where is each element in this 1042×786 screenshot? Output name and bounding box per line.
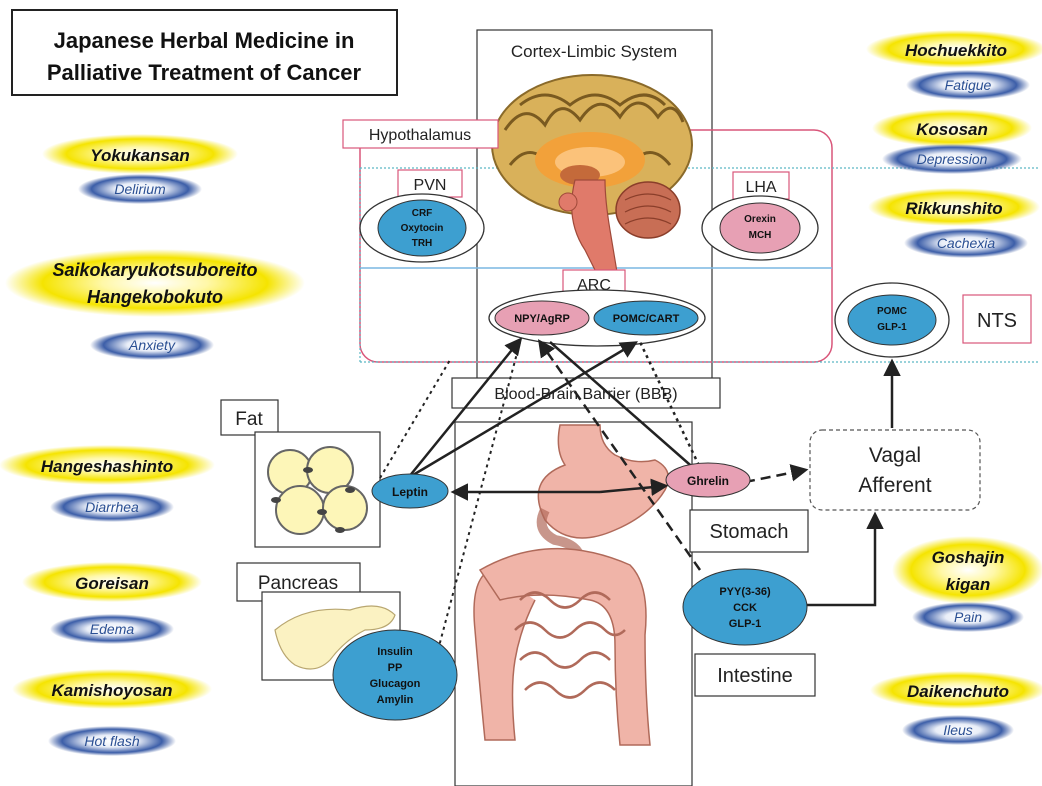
svg-text:PP: PP [388,662,403,674]
svg-text:Daikenchuto: Daikenchuto [907,682,1009,701]
svg-text:TRH: TRH [412,238,433,249]
fat-cells-illustration [255,432,380,547]
intestine-label: Intestine [695,654,815,696]
fat-label: Fat [221,400,278,435]
svg-text:Cortex-Limbic System: Cortex-Limbic System [511,42,677,61]
medicine-hangeshashinto: Hangeshashinto Diarrhea [0,445,215,522]
label-cortex: Cortex-Limbic System [511,42,677,61]
svg-text:Hypothalamus: Hypothalamus [369,127,471,144]
svg-text:CCK: CCK [733,602,757,614]
title-line-2: Palliative Treatment of Cancer [47,60,362,85]
medicine-goreisan: Goreisan Edema [22,562,202,644]
svg-text:NTS: NTS [977,310,1017,332]
svg-text:CRF: CRF [412,208,433,219]
stomach-label: Stomach [690,510,808,552]
svg-text:Intestine: Intestine [717,665,793,687]
svg-text:NPY/AgRP: NPY/AgRP [514,313,570,325]
svg-text:Pain: Pain [954,609,982,625]
label-hypothalamus: Hypothalamus [343,120,498,148]
svg-text:Insulin: Insulin [377,646,413,658]
svg-text:Leptin: Leptin [392,485,428,499]
svg-text:Hochuekkito: Hochuekkito [905,41,1007,60]
svg-text:LHA: LHA [745,179,776,196]
svg-text:Goshajin: Goshajin [932,548,1005,567]
medicine-goshajinkigan: Goshajin kigan Pain [892,536,1042,632]
svg-text:Fat: Fat [235,409,263,430]
medicine-kamishoyosan: Kamishoyosan Hot flash [12,669,212,756]
svg-text:PVN: PVN [414,177,447,194]
arc-node: NPY/AgRP POMC/CART [489,290,705,346]
svg-text:Yokukansan: Yokukansan [90,146,190,165]
medicine-saikokaryukotsuboreito: Saikokaryukotsuboreito Hangekobokuto Anx… [5,249,305,360]
svg-text:Ileus: Ileus [943,722,973,738]
ghrelin-node: Ghrelin [666,463,750,497]
svg-text:Amylin: Amylin [377,694,414,706]
svg-text:Stomach: Stomach [710,521,789,543]
svg-text:Diarrhea: Diarrhea [85,499,139,515]
svg-text:Pancreas: Pancreas [258,573,338,594]
pvn-node: CRF Oxytocin TRH [360,194,484,262]
svg-text:Fatigue: Fatigue [945,77,992,93]
title-line-1: Japanese Herbal Medicine in [54,28,355,53]
svg-text:MCH: MCH [749,230,772,241]
bbb-label: Blood-Brain Barrier (BBB) [452,378,720,408]
svg-text:Rikkunshito: Rikkunshito [905,199,1002,218]
svg-text:POMC/CART: POMC/CART [613,313,680,325]
svg-text:Edema: Edema [90,621,135,637]
label-lha: LHA [733,172,789,199]
svg-text:Afferent: Afferent [858,474,931,497]
svg-text:Cachexia: Cachexia [937,235,996,251]
svg-text:Anxiety: Anxiety [128,337,176,353]
svg-text:Blood-Brain Barrier (BBB): Blood-Brain Barrier (BBB) [494,386,677,403]
svg-text:Hot flash: Hot flash [84,733,139,749]
lha-node: Orexin MCH [702,196,818,260]
leptin-node: Leptin [372,474,448,508]
medicine-daikenchuto: Daikenchuto Ileus [870,671,1042,745]
svg-text:GLP-1: GLP-1 [877,322,907,333]
svg-text:Orexin: Orexin [744,214,776,225]
label-nts: NTS [963,295,1031,343]
svg-text:Kamishoyosan: Kamishoyosan [52,681,173,700]
medicine-yokukansan: Yokukansan Delirium [42,134,238,204]
pancreas-hormones-node: Insulin PP Glucagon Amylin [333,630,457,720]
svg-text:kigan: kigan [946,575,990,594]
svg-text:GLP-1: GLP-1 [729,618,761,630]
svg-text:Vagal: Vagal [869,444,921,467]
svg-text:Oxytocin: Oxytocin [401,223,444,234]
medicine-hochuekkito: Hochuekkito Fatigue [866,30,1042,100]
svg-text:Glucagon: Glucagon [370,678,421,690]
svg-text:Saikokaryukotsuboreito: Saikokaryukotsuboreito [52,260,257,280]
svg-text:PYY(3-36): PYY(3-36) [719,586,771,598]
label-pvn: PVN [398,170,462,197]
svg-text:Hangekobokuto: Hangekobokuto [87,287,223,307]
nts-node: POMC GLP-1 [835,283,949,357]
svg-text:Ghrelin: Ghrelin [687,474,729,488]
svg-text:Depression: Depression [917,151,988,167]
gut-hormones-node: PYY(3-36) CCK GLP-1 [683,569,807,645]
svg-text:Kososan: Kososan [916,120,988,139]
medicine-kososan: Kososan Depression [872,109,1032,174]
svg-text:Goreisan: Goreisan [75,574,149,593]
svg-text:POMC: POMC [877,306,907,317]
svg-text:Delirium: Delirium [114,181,166,197]
vagal-afferent-box: Vagal Afferent [810,430,980,510]
title-box: Japanese Herbal Medicine in Palliative T… [12,10,397,95]
svg-text:Hangeshashinto: Hangeshashinto [41,457,173,476]
medicine-rikkunshito: Rikkunshito Cachexia [868,188,1040,258]
